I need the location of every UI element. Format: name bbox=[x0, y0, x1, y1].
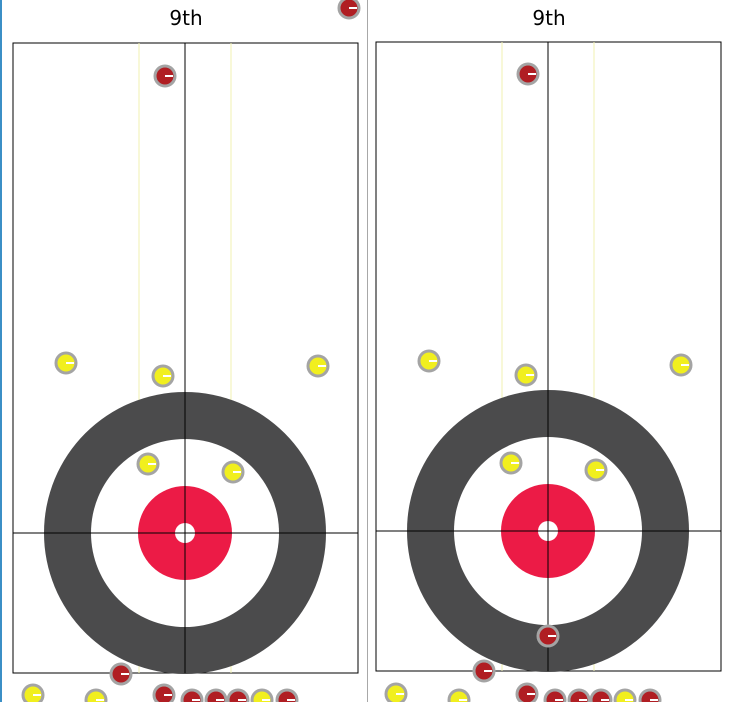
yellow-stone[interactable] bbox=[584, 458, 608, 482]
red-stone[interactable] bbox=[516, 62, 540, 86]
yellow-stone[interactable] bbox=[151, 364, 175, 388]
yellow-stone[interactable] bbox=[514, 363, 538, 387]
red-stone[interactable] bbox=[275, 688, 299, 702]
yellow-stone[interactable] bbox=[417, 349, 441, 373]
panel-divider bbox=[367, 0, 368, 702]
yellow-stone[interactable] bbox=[384, 682, 408, 702]
reserve-stones bbox=[21, 683, 299, 702]
red-stone[interactable] bbox=[589, 688, 613, 702]
red-stone[interactable] bbox=[180, 688, 204, 702]
yellow-stone[interactable] bbox=[136, 452, 160, 476]
yellow-stone[interactable] bbox=[84, 688, 108, 702]
yellow-stone[interactable] bbox=[306, 354, 330, 378]
sheet-diagram[interactable] bbox=[0, 0, 366, 702]
window-edge bbox=[0, 0, 2, 702]
red-stone[interactable] bbox=[109, 662, 133, 686]
yellow-stone[interactable] bbox=[499, 451, 523, 475]
yellow-stone[interactable] bbox=[54, 351, 78, 375]
red-stone[interactable] bbox=[152, 683, 176, 702]
red-stone[interactable] bbox=[543, 688, 567, 702]
red-stone[interactable] bbox=[337, 0, 361, 20]
end-label: 9th bbox=[169, 6, 203, 30]
yellow-stone[interactable] bbox=[447, 688, 471, 702]
end-label: 9th bbox=[532, 6, 566, 30]
yellow-stone[interactable] bbox=[21, 683, 45, 702]
red-stone[interactable] bbox=[226, 688, 250, 702]
sheet-diagram[interactable] bbox=[368, 0, 730, 702]
sheet-panel-right[interactable]: 9th bbox=[368, 0, 730, 702]
red-stone[interactable] bbox=[515, 682, 539, 702]
red-stone[interactable] bbox=[472, 659, 496, 683]
yellow-stone[interactable] bbox=[613, 688, 637, 702]
reserve-stones bbox=[384, 682, 662, 702]
yellow-stone[interactable] bbox=[221, 460, 245, 484]
red-stone[interactable] bbox=[153, 64, 177, 88]
sheet-panel-left[interactable]: 9th bbox=[0, 0, 366, 702]
yellow-stone[interactable] bbox=[669, 353, 693, 377]
red-stone[interactable] bbox=[567, 688, 591, 702]
red-stone[interactable] bbox=[536, 624, 560, 648]
yellow-stone[interactable] bbox=[250, 688, 274, 702]
red-stone[interactable] bbox=[204, 688, 228, 702]
red-stone[interactable] bbox=[638, 688, 662, 702]
